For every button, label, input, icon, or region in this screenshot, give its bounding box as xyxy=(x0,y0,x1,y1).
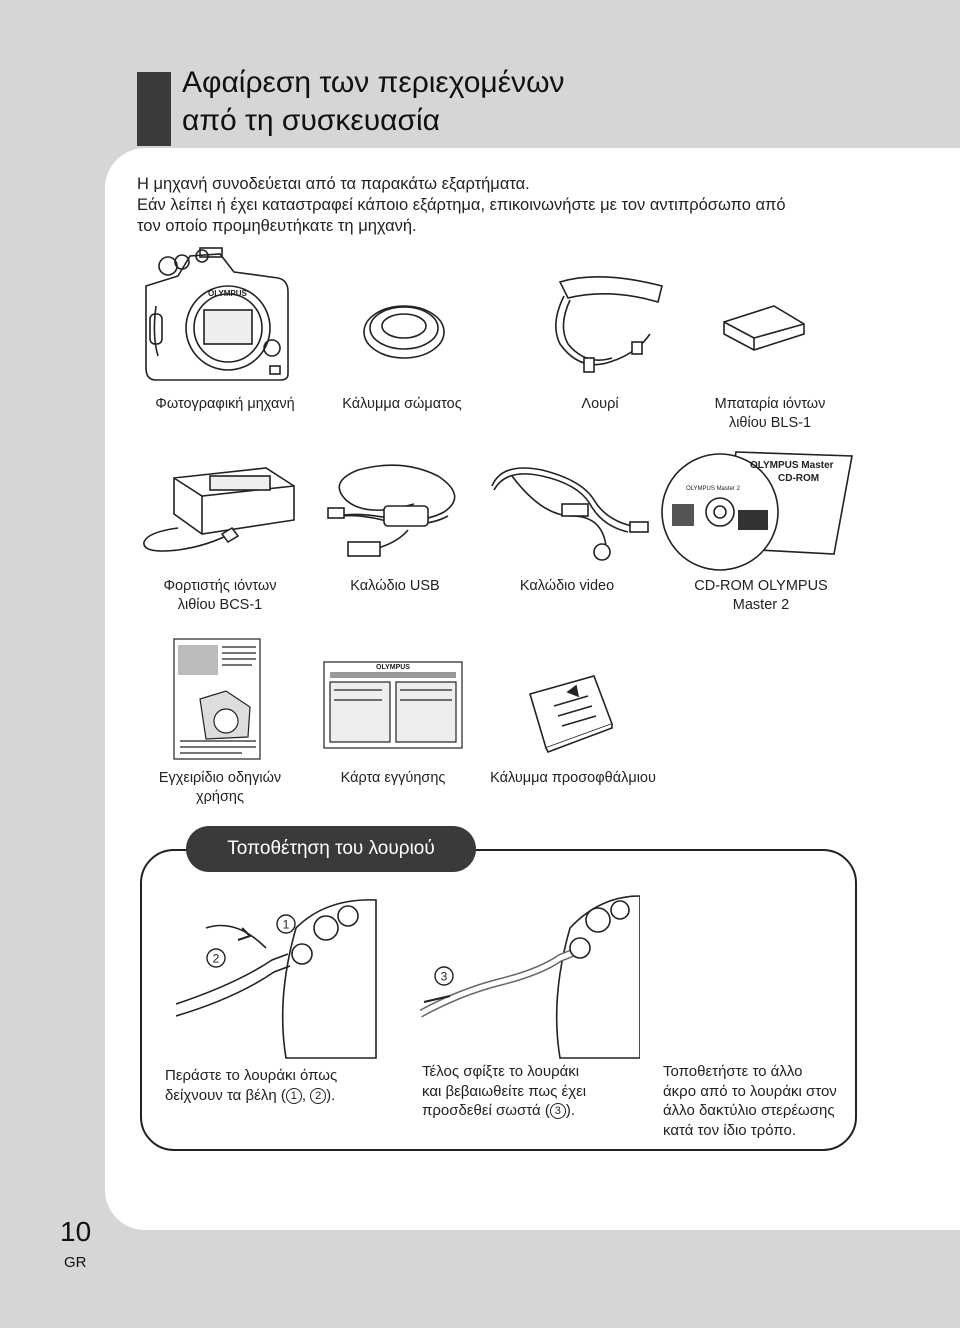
card-brand-label: OLYMPUS xyxy=(376,664,410,671)
caption-video-cable: Καλώδιο video xyxy=(519,578,615,594)
battery-illustration xyxy=(723,305,805,351)
strap-section-title: Τοποθέτηση του λουριού xyxy=(186,826,476,872)
camera-illustration: OLYMPUS xyxy=(145,247,289,381)
step1-ref-2: 2 xyxy=(310,1087,327,1104)
strap-instructions-box xyxy=(140,849,857,1151)
intro-text: Η μηχανή συνοδεύεται από τα παρακάτω εξα… xyxy=(137,174,897,237)
strap-step1-illustration: 1 2 xyxy=(176,899,377,1059)
callout-1: 1 xyxy=(283,918,290,932)
usb-cable-illustration xyxy=(327,464,456,557)
caption-usb-cable: Καλώδιο USB xyxy=(350,578,440,594)
strap-step-1-text: Περάστε το λουράκι όπως δείχνουν τα βέλη… xyxy=(165,1067,338,1104)
warranty-card-illustration: OLYMPUS xyxy=(323,661,463,749)
eyepiece-cover-illustration xyxy=(529,675,614,754)
caption-body-cap: Κάλυμμα σώματος xyxy=(342,396,462,412)
step1-ref-1: 1 xyxy=(285,1087,302,1104)
page-number: 10 xyxy=(60,1216,92,1247)
caption-warranty-card: Κάρτα εγγύησης xyxy=(340,770,446,786)
callout-3: 3 xyxy=(441,970,448,984)
strap-step-3-text: Τοποθετήστε το άλλο άκρο από το λουράκι … xyxy=(663,1063,837,1139)
camera-brand-label: OLYMPUS xyxy=(208,289,247,298)
cdrom-illustration: OLYMPUS Master CD-ROM OLYMPUS Master 2 xyxy=(661,451,853,571)
charger-illustration xyxy=(143,467,295,552)
header-marker xyxy=(137,72,171,146)
body-cap-illustration xyxy=(363,305,445,359)
caption-strap: Λουρί xyxy=(581,396,619,412)
strap-illustration xyxy=(555,276,663,373)
callout-2: 2 xyxy=(213,952,220,966)
intro-line-2: Εάν λείπει ή έχει καταστραφεί κάποιο εξά… xyxy=(137,196,786,214)
strap-step2-illustration: 3 xyxy=(420,895,640,1059)
step2-ref-3: 3 xyxy=(549,1103,566,1119)
intro-line-3: τον οποίο προμηθευτήκατε τη μηχανή. xyxy=(137,217,417,235)
strap-step-2-text: Τέλος σφίξτε το λουράκι και βεβαιωθείτε … xyxy=(422,1063,587,1119)
language-code: GR xyxy=(64,1254,87,1271)
manual-illustration xyxy=(173,638,261,760)
intro-line-1: Η μηχανή συνοδεύεται από τα παρακάτω εξα… xyxy=(137,175,530,193)
cd-label-text: OLYMPUS Master 2 xyxy=(686,486,741,492)
caption-camera: Φωτογραφική μηχανή xyxy=(155,396,295,412)
cd-sleeve-subtitle: CD-ROM xyxy=(778,473,819,484)
cd-sleeve-title: OLYMPUS Master xyxy=(750,460,834,471)
video-cable-illustration xyxy=(491,467,649,561)
caption-eyepiece-cover: Κάλυμμα προσοφθάλμιου xyxy=(490,770,656,786)
